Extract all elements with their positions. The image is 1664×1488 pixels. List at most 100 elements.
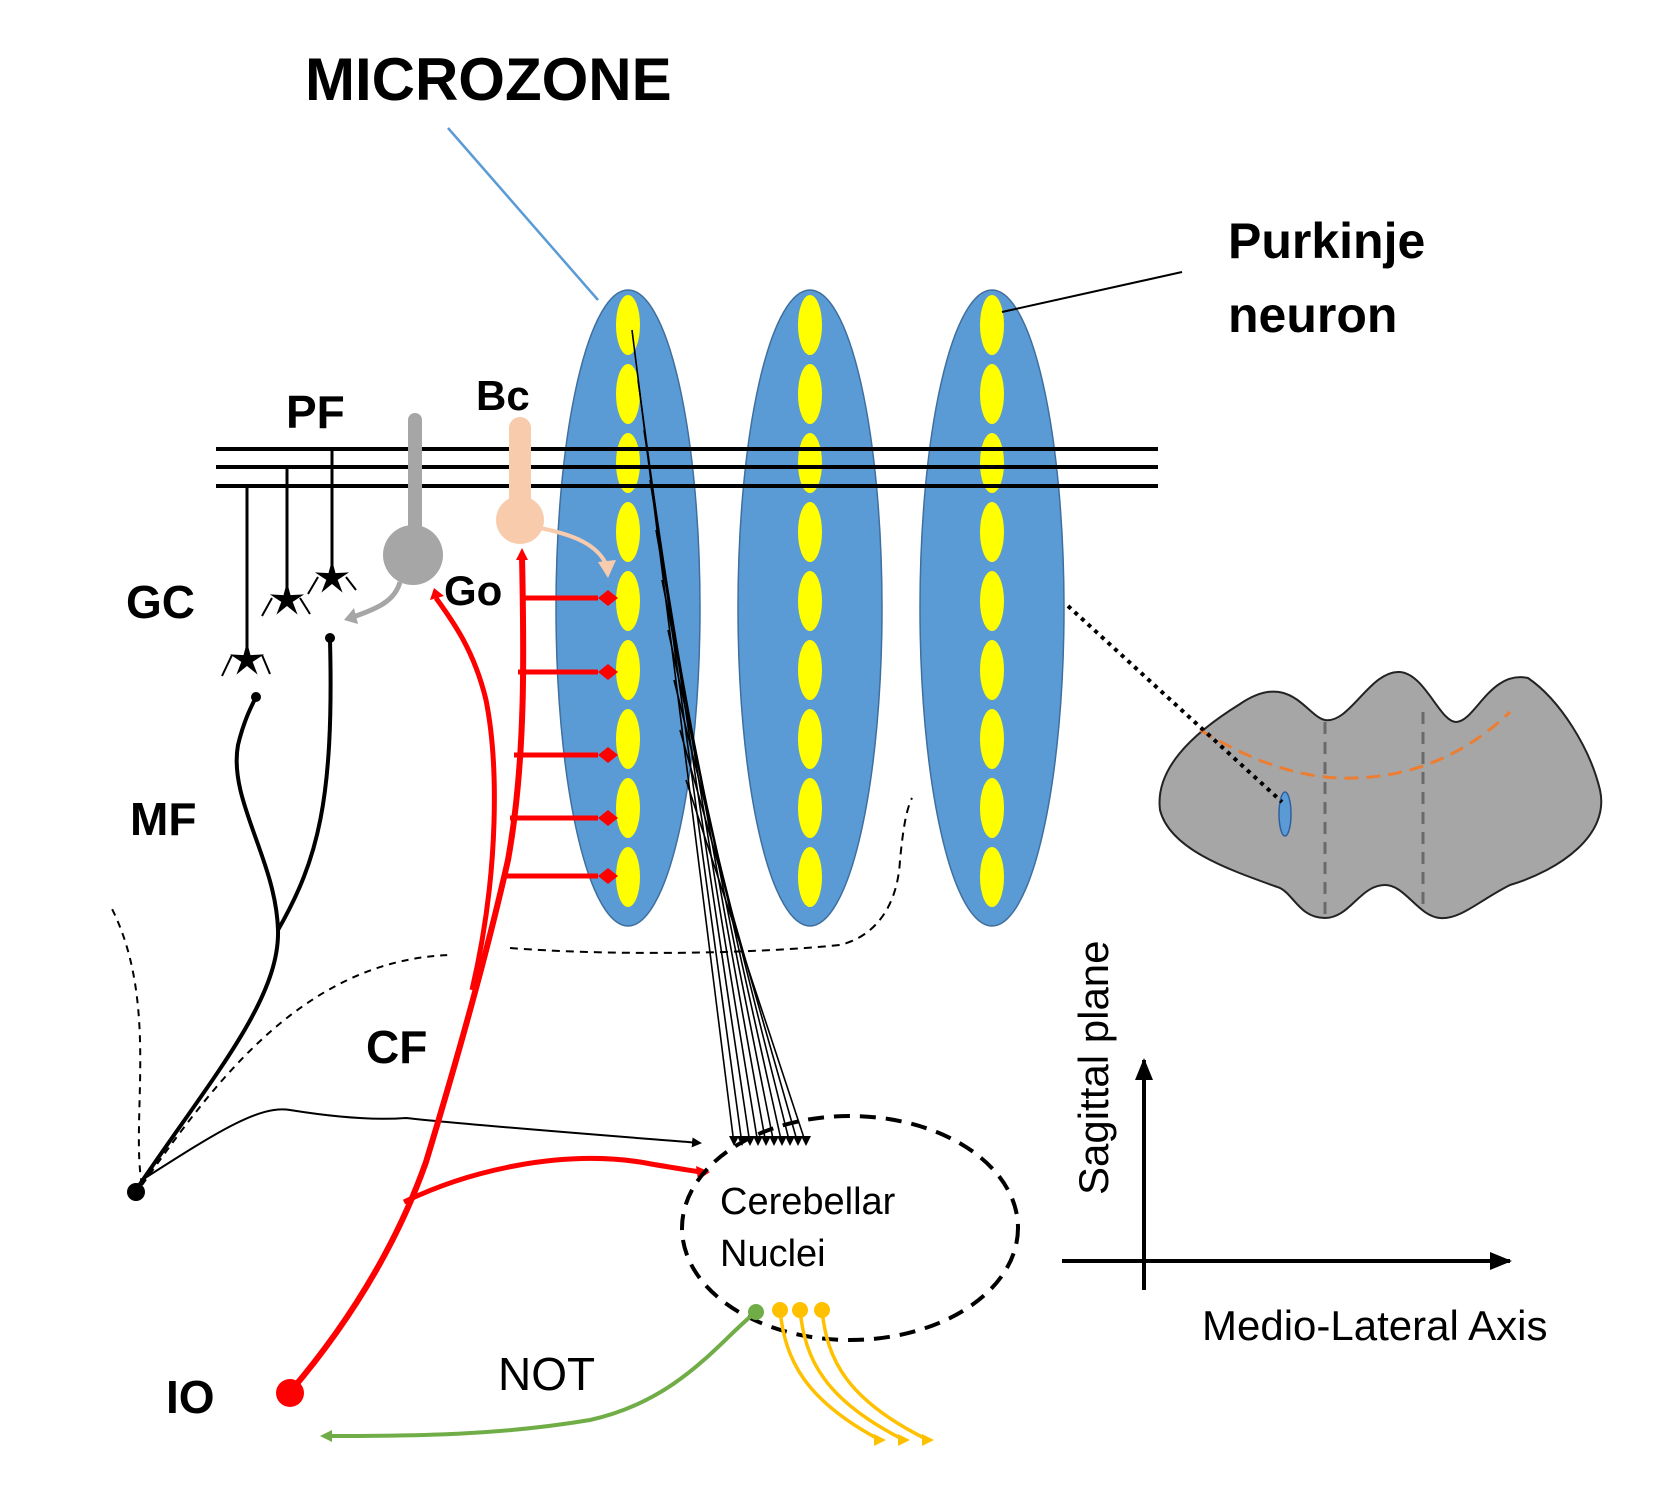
purkinje-neuron: [616, 778, 640, 838]
sagittal-axis-label: Sagittal plane: [1070, 940, 1117, 1195]
purkinje-pointer-line: [1001, 271, 1183, 313]
purkinje-neuron: [980, 364, 1004, 424]
purkinje-neuron: [980, 502, 1004, 562]
purkinje-neuron: [616, 364, 640, 424]
output-axon-terminal: [874, 1434, 886, 1446]
not-label: NOT: [498, 1348, 595, 1400]
purkinje-neuron: [980, 640, 1004, 700]
purkinje-neuron: [980, 295, 1004, 355]
purkinje-neuron: [616, 709, 640, 769]
climbing-fiber-terminal: [430, 588, 444, 600]
purkinje-axon-terminal: [729, 1136, 739, 1146]
purkinje-neuron: [798, 364, 822, 424]
purkinje-neuron: [980, 847, 1004, 907]
mossy-fiber-terminal: [325, 633, 335, 643]
output-axon: [798, 1309, 905, 1442]
purkinje-axon: [685, 779, 807, 1145]
climbing-fiber-main: [287, 555, 527, 1394]
mediolateral-axis-label: Medio-Lateral Axis: [1202, 1302, 1548, 1349]
golgi-soma: [383, 525, 443, 585]
purkinje-neuron: [798, 571, 822, 631]
golgi-axon: [349, 581, 403, 621]
output-axon-terminal: [922, 1434, 934, 1446]
golgi-axon-arrowhead: [344, 608, 358, 624]
output-axon: [778, 1309, 881, 1442]
output-neuron-soma: [772, 1302, 788, 1318]
not-soma: [748, 1304, 764, 1320]
purkinje-neuron: [616, 502, 640, 562]
not-axon: [329, 1310, 758, 1438]
inferior-olive-soma: [276, 1379, 304, 1407]
cf-label: CF: [366, 1021, 427, 1073]
cerebellum-inset: [1066, 604, 1603, 920]
mossy-fibers: [109, 633, 702, 1201]
not-pathway: [320, 1304, 764, 1442]
purkinje-neuron: [980, 709, 1004, 769]
climbing-fibers: [276, 548, 710, 1407]
purkinje-neuron: [798, 709, 822, 769]
climbing-fiber-terminal: [516, 548, 528, 560]
mossy-fiber-collateral: [141, 1108, 702, 1181]
gc-label: GC: [126, 576, 195, 628]
purkinje-neuron: [616, 847, 640, 907]
bc-label: Bc: [476, 372, 530, 419]
output-neuron-soma: [792, 1302, 808, 1318]
basket-axon-arrowhead: [598, 560, 616, 578]
purkinje-axon: [679, 729, 799, 1145]
mossy-fiber-collateral-dashed: [141, 954, 451, 1186]
cerebellum-outline: [1158, 670, 1603, 920]
mossy-fiber: [134, 696, 281, 1192]
climbing-fiber-synapse: [598, 590, 618, 606]
microzone-label: MICROZONE: [305, 46, 672, 113]
purkinje-neuron: [798, 640, 822, 700]
inset-pointer-dotted: [1066, 604, 1284, 804]
climbing-fiber-branch-golgi: [433, 596, 497, 991]
purkinje-axon-terminal: [785, 1136, 795, 1146]
granule-cells: [221, 449, 357, 677]
golgi-cell: [344, 413, 443, 624]
climbing-fiber-synapse: [598, 747, 618, 763]
pf-label: PF: [286, 386, 345, 438]
axes: [1062, 1058, 1512, 1290]
purkinje-axon-terminal: [801, 1136, 811, 1146]
output-axon: [820, 1309, 929, 1442]
basket-cell: [496, 417, 616, 578]
mossy-fiber-terminal: [251, 692, 261, 702]
go-label: Go: [444, 567, 502, 614]
granule-cell-soma: [269, 582, 305, 615]
purkinje-neuron: [980, 571, 1004, 631]
parallel-fibers: [216, 447, 1158, 488]
output-axon-terminal: [898, 1434, 910, 1446]
purkinje-label-line1: Purkinje: [1228, 213, 1425, 269]
climbing-fiber-synapse: [598, 868, 618, 884]
purkinje-axon-terminal: [769, 1136, 779, 1146]
mossy-fiber: [276, 639, 333, 931]
purkinje-neuron: [980, 778, 1004, 838]
io-label: IO: [166, 1371, 215, 1423]
zone-boundary-dashed: [1199, 710, 1512, 780]
mossy-fiber-collateral-dashed: [109, 904, 143, 1186]
granule-cell-soma: [314, 560, 350, 593]
mossy-fiber-origin: [127, 1183, 145, 1201]
climbing-fiber-synapse: [598, 810, 618, 826]
granule-dendrites: [221, 576, 357, 677]
mf-label: MF: [130, 793, 196, 845]
purkinje-label-line2: neuron: [1228, 287, 1397, 343]
granule-cell-soma: [229, 642, 265, 675]
cerebellar-nuclei: [680, 1114, 1020, 1342]
purkinje-neuron: [616, 640, 640, 700]
purkinje-axon-terminal: [793, 1136, 803, 1146]
nuclear-output-axons: [772, 1302, 934, 1446]
purkinje-neuron: [616, 295, 640, 355]
climbing-fiber-branch-nuclei: [402, 1155, 701, 1205]
climbing-fiber-synapse: [598, 664, 618, 680]
purkinje-axon-terminal: [777, 1136, 787, 1146]
output-neuron-soma: [814, 1302, 830, 1318]
not-terminal: [320, 1430, 332, 1442]
microzone-pointer-line: [447, 127, 599, 301]
layer-boundary-dashed: [509, 797, 913, 954]
basket-axon: [539, 526, 609, 567]
nuclei-label-line1: Cerebellar: [720, 1181, 896, 1223]
inset-microzone: [1278, 791, 1292, 837]
purkinje-neuron: [616, 571, 640, 631]
